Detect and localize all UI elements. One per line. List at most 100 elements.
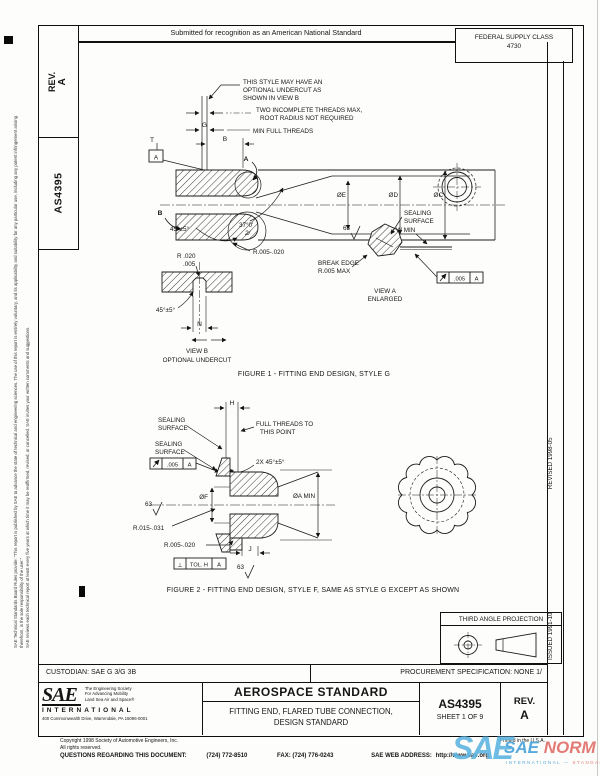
fig1-break-edge-2: R.005 MAX: [318, 268, 351, 275]
right-strip-line-outer: [563, 61, 564, 735]
procurement-cell: PROCUREMENT SPECIFICATION: NONE 1/: [400, 669, 542, 676]
fig1-finish-63: 63: [343, 225, 351, 232]
figure1-annotations: THIS STYLE MAY HAVE AN OPTIONAL UNDERCUT…: [150, 79, 479, 378]
watermark-standards: STANDARDS: [572, 760, 600, 765]
third-angle-projection-box: THIRD ANGLE PROJECTION: [440, 612, 562, 664]
revision-cell: REV. A: [500, 683, 548, 735]
fig1-footnote-2: 2/: [244, 230, 252, 237]
document-number-tab-box: AS4395: [39, 137, 79, 250]
fig1-dim-g: G: [202, 122, 207, 129]
fig2-frame-tol: .005: [167, 463, 178, 469]
fsc-code: 4730: [506, 43, 522, 50]
watermark-sae-logo: SAE: [452, 730, 514, 766]
fig1-view-a-caption-1: VIEW A: [374, 288, 396, 295]
title-block: SAE The Engineering Society For Advancin…: [38, 682, 548, 735]
spec-row-divider: [310, 665, 311, 683]
fig2-full-threads-2: THIS POINT: [260, 429, 295, 436]
fig2-radius-005: R.005-.020: [164, 542, 196, 549]
fig1-dia-d: ØD: [389, 192, 399, 199]
watermark-international: INTERNATIONAL: [506, 760, 562, 765]
third-angle-projection-label: THIRD ANGLE PROJECTION: [441, 613, 561, 626]
sae-international: INTERNATIONAL: [42, 707, 134, 714]
figure2-annotations: H FULL THREADS TO THIS POINT SEALING SUR…: [133, 400, 459, 594]
right-strip-line-inner: [547, 42, 548, 735]
fig1-sealing-1: SEALING: [404, 210, 431, 217]
fig1-dim-n: N: [197, 321, 202, 328]
scan-edge-line: [597, 0, 598, 776]
fig2-dim-h: H: [230, 400, 235, 407]
figure1-view-b-detail: [161, 262, 233, 343]
questions-label: QUESTIONS REGARDING THIS DOCUMENT:: [60, 753, 187, 759]
fig1-dim-b: B: [223, 136, 228, 143]
fig2-sealing-a-1: SEALING: [158, 417, 185, 424]
watermark-norm-norm: NORM: [543, 738, 596, 757]
fig2-finish-63-lower: 63: [237, 564, 245, 571]
fig1-threads-callout-2: ROOT RADIUS NOT REQUIRED: [260, 115, 354, 122]
fig1-radius-stack-bottom: .005: [183, 261, 196, 268]
fig2-sealing-b-1: SEALING: [155, 441, 182, 448]
custodian-cell: CUSTODIAN: SAE G 3/G 3B: [46, 669, 137, 676]
fig1-radius-stack-top: R .020: [177, 253, 196, 260]
fig1-angle-45-upper: 45°±5°: [170, 225, 189, 233]
fig2-dia-f: ØF: [199, 494, 208, 501]
questions-row: QUESTIONS REGARDING THIS DOCUMENT: (724)…: [60, 753, 489, 759]
runout-arrow-icon: [439, 273, 447, 282]
sae-norm-watermark: SAE SAE NORM INTERNATIONAL — STANDARDS: [452, 730, 600, 776]
revision-value: A: [520, 708, 529, 722]
fig2-sealing-a-2: SURFACE: [158, 425, 188, 432]
third-angle-projection-symbol-icon: [454, 632, 537, 658]
document-number: AS4395: [438, 697, 482, 711]
runout-arrow-icon: [152, 459, 160, 468]
scan-mark-fig2: [79, 586, 85, 597]
fig1-frame-datum: A: [475, 277, 479, 283]
sae-tagline-3: Land Sea Air and Space®: [84, 696, 135, 702]
spec-row: CUSTODIAN: SAE G 3/G 3B PROCUREMENT SPEC…: [38, 664, 548, 683]
printed-note: Printed in the U.S.A.: [499, 738, 545, 744]
fig1-dia-e: ØE: [337, 192, 346, 199]
fig2-finish-63-left: 63: [145, 501, 153, 508]
sheet-border-frame: [38, 25, 584, 737]
copyright-line2: All rights reserved.: [60, 744, 102, 751]
sae-tagline-1: The Engineering Society: [84, 686, 132, 691]
figure1-end-view: [433, 163, 481, 211]
standard-title-line1: FITTING END, FLARED TUBE CONNECTION,: [229, 707, 393, 716]
fig1-frame-tol: .005: [454, 277, 465, 283]
sae-tagline-2: For Advancing Mobility: [84, 691, 129, 697]
fig1-undercut-callout-1: THIS STYLE MAY HAVE AN: [243, 79, 323, 86]
fig1-sealing-2: SURFACE: [404, 218, 434, 225]
fig1-break-edge-1: BREAK EDGE: [318, 260, 359, 267]
fsc-label: FEDERAL SUPPLY CLASS: [474, 34, 554, 41]
revision-label: REV.: [513, 696, 536, 707]
fig1-threads-callout-1: TWO INCOMPLETE THREADS MAX,: [256, 107, 362, 114]
figure1-caption: FIGURE 1 - FITTING END DESIGN, STYLE G: [238, 371, 390, 378]
copyright-block: Copyright 1998 Society of Automotive Eng…: [60, 738, 178, 751]
fig2-angle-2x45: 2X 45°±5°: [256, 458, 285, 466]
figure1-drawing: [148, 84, 505, 252]
fig1-w-min: W MIN: [396, 227, 416, 234]
standard-title-cell: AEROSPACE STANDARD FITTING END, FLARED T…: [202, 683, 420, 735]
fig1-undercut-callout-3: SHOWN IN VIEW B: [243, 95, 299, 102]
fig1-view-b-caption-2: OPTIONAL UNDERCUT: [163, 357, 232, 364]
fig1-view-a-marker: A: [244, 156, 249, 163]
fig2-perp-symbol: ⊥: [177, 562, 182, 569]
watermark-norm-sae: SAE: [504, 738, 539, 757]
standard-title-line2: DESIGN STANDARD: [273, 718, 349, 727]
fig2-perp-datum: A: [217, 563, 221, 569]
fig1-radius-range: R.005-.020: [253, 249, 285, 256]
figure2-caption: FIGURE 2 - FITTING END DESIGN, STYLE F, …: [167, 587, 460, 594]
fig1-angle-45-lower: 45°±5°: [156, 306, 175, 314]
sheet-indicator: SHEET 1 OF 9: [436, 714, 484, 721]
fig2-dim-j: J: [248, 546, 251, 553]
questions-phone: (724) 772-8510: [206, 753, 248, 759]
fig1-view-b-caption-1: VIEW B: [186, 348, 208, 355]
fig1-datum-a: A: [154, 155, 159, 162]
fig2-frame-datum: A: [188, 463, 192, 469]
fig2-sealing-b-2: SURFACE: [155, 449, 185, 456]
fig1-angle-37: 37°0': [239, 221, 253, 229]
figure2-drawing: [149, 402, 335, 579]
fig1-undercut-callout-2: OPTIONAL UNDERCUT AS: [243, 87, 321, 94]
fig2-perp-tol: TOL. H: [190, 563, 208, 569]
fig2-full-threads-1: FULL THREADS TO: [256, 421, 313, 428]
federal-supply-class-box: FEDERAL SUPPLY CLASS 4730: [455, 28, 573, 63]
